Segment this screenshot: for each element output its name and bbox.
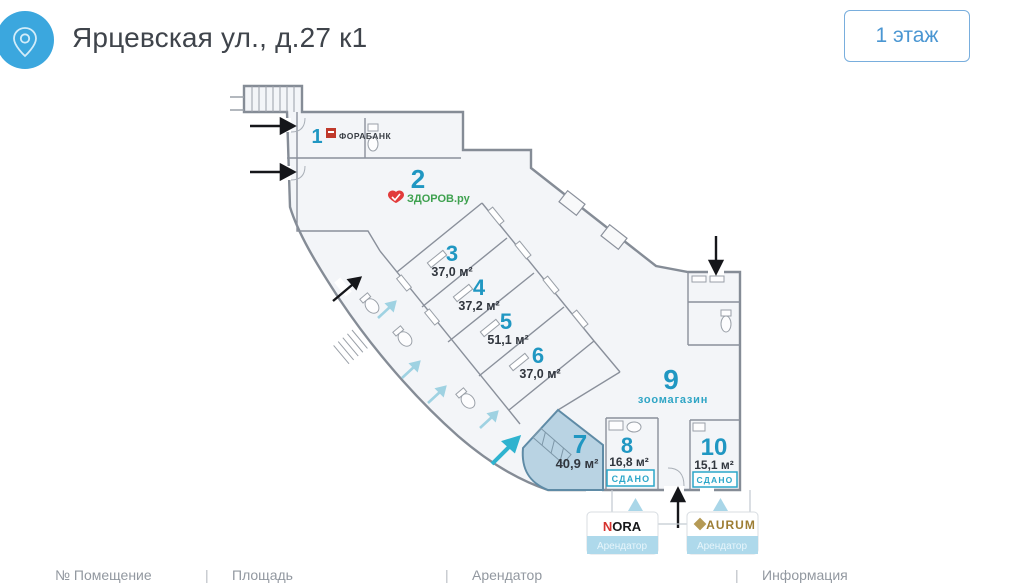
zdorov-logo: ЗДОРОВ.ру bbox=[388, 190, 471, 205]
unit-6-number: 6 bbox=[532, 343, 544, 368]
unit-4-number: 4 bbox=[473, 275, 486, 300]
unit-9-number: 9 bbox=[663, 364, 679, 395]
pointer-up-icon bbox=[713, 498, 728, 511]
unit-3-number: 3 bbox=[446, 241, 458, 266]
unit-9-label: зоомагазин bbox=[638, 394, 708, 406]
floor-plan: 1 ФОРАБАНК 2 ЗДОРОВ.ру 3 37,0 м² 4 37,2 … bbox=[230, 84, 759, 555]
tenant-card-nora[interactable]: NORA Арендатор bbox=[586, 511, 659, 555]
unit-2-room[interactable]: 2 ЗДОРОВ.ру bbox=[388, 164, 471, 205]
stairwell bbox=[230, 86, 295, 112]
unit-6-room[interactable]: 6 37,0 м² bbox=[519, 343, 560, 381]
location-pin-icon bbox=[0, 11, 54, 69]
unit-8-area: 16,8 м² bbox=[609, 455, 649, 469]
unit-8-room[interactable]: 8 16,8 м² СДАНО bbox=[606, 433, 655, 487]
unit-7-number: 7 bbox=[573, 429, 587, 459]
nora-logo: NORA bbox=[603, 519, 642, 534]
unit-4-area: 37,2 м² bbox=[458, 299, 499, 313]
tenant-card-aurum[interactable]: AURUM Арендатор bbox=[686, 511, 759, 555]
unit-10-room[interactable]: 10 15,1 м² СДАНО bbox=[692, 434, 738, 488]
footer-divider: | bbox=[205, 567, 209, 583]
unit-10-number: 10 bbox=[701, 434, 728, 461]
unit-10-area: 15,1 м² bbox=[694, 458, 734, 472]
page-title: Ярцевская ул., д.27 к1 bbox=[72, 22, 368, 53]
unit-3-room[interactable]: 3 37,0 м² bbox=[431, 241, 472, 279]
unit-5-area: 51,1 м² bbox=[487, 333, 528, 347]
unit-6-area: 37,0 м² bbox=[519, 367, 560, 381]
footer-col: Информация bbox=[762, 567, 848, 583]
unit-2-number: 2 bbox=[411, 164, 425, 194]
unit-10-status-badge bbox=[692, 471, 738, 488]
footer-col: № Помещение bbox=[55, 567, 152, 583]
unit-7-room[interactable] bbox=[521, 408, 604, 491]
unit-7-area: 40,9 м² bbox=[556, 456, 600, 471]
unit-8-number: 8 bbox=[621, 433, 633, 458]
unit-4-room[interactable]: 4 37,2 м² bbox=[458, 275, 499, 313]
unit-5-room[interactable]: 5 51,1 м² bbox=[487, 309, 528, 347]
unit-3-area: 37,0 м² bbox=[431, 265, 472, 279]
pointer-up-icon bbox=[628, 498, 643, 511]
aurum-role-label: Арендатор bbox=[697, 541, 748, 552]
fixtures bbox=[333, 123, 732, 433]
zdorov-label: ЗДОРОВ.ру bbox=[407, 193, 471, 205]
unit-10-status-text: СДАНО bbox=[697, 475, 734, 485]
table-header-clipped: № Помещение | Площадь | Арендатор | Инфо… bbox=[0, 567, 1023, 587]
footer-col: Арендатор bbox=[472, 567, 543, 583]
footer-divider: | bbox=[445, 567, 449, 583]
direction-arrow-icon bbox=[377, 300, 522, 466]
shaft-boxes bbox=[558, 189, 628, 251]
unit-1-room[interactable]: 1 ФОРАБАНК bbox=[311, 126, 391, 148]
entrance-arrow-icon bbox=[250, 116, 725, 528]
footer-col: Площадь bbox=[232, 567, 293, 583]
unit-8-status-text: СДАНО bbox=[612, 474, 651, 484]
forabank-logo: ФОРАБАНК bbox=[326, 128, 391, 141]
nora-role-label: Арендатор bbox=[597, 541, 648, 552]
unit-1-number: 1 bbox=[311, 126, 322, 148]
forabank-label: ФОРАБАНК bbox=[339, 131, 391, 141]
window-marks bbox=[395, 206, 589, 372]
unit-5-number: 5 bbox=[500, 309, 512, 334]
tenant-connectors bbox=[611, 490, 751, 525]
aurum-logo: AURUM bbox=[706, 518, 756, 532]
unit-8-status-badge bbox=[606, 469, 655, 487]
footer-divider: | bbox=[735, 567, 739, 583]
floor-selector-button[interactable]: 1 этаж bbox=[844, 10, 970, 62]
header: Ярцевская ул., д.27 к1 1 этаж bbox=[0, 0, 1023, 78]
unit-9-room[interactable]: 9 зоомагазин bbox=[638, 364, 708, 406]
